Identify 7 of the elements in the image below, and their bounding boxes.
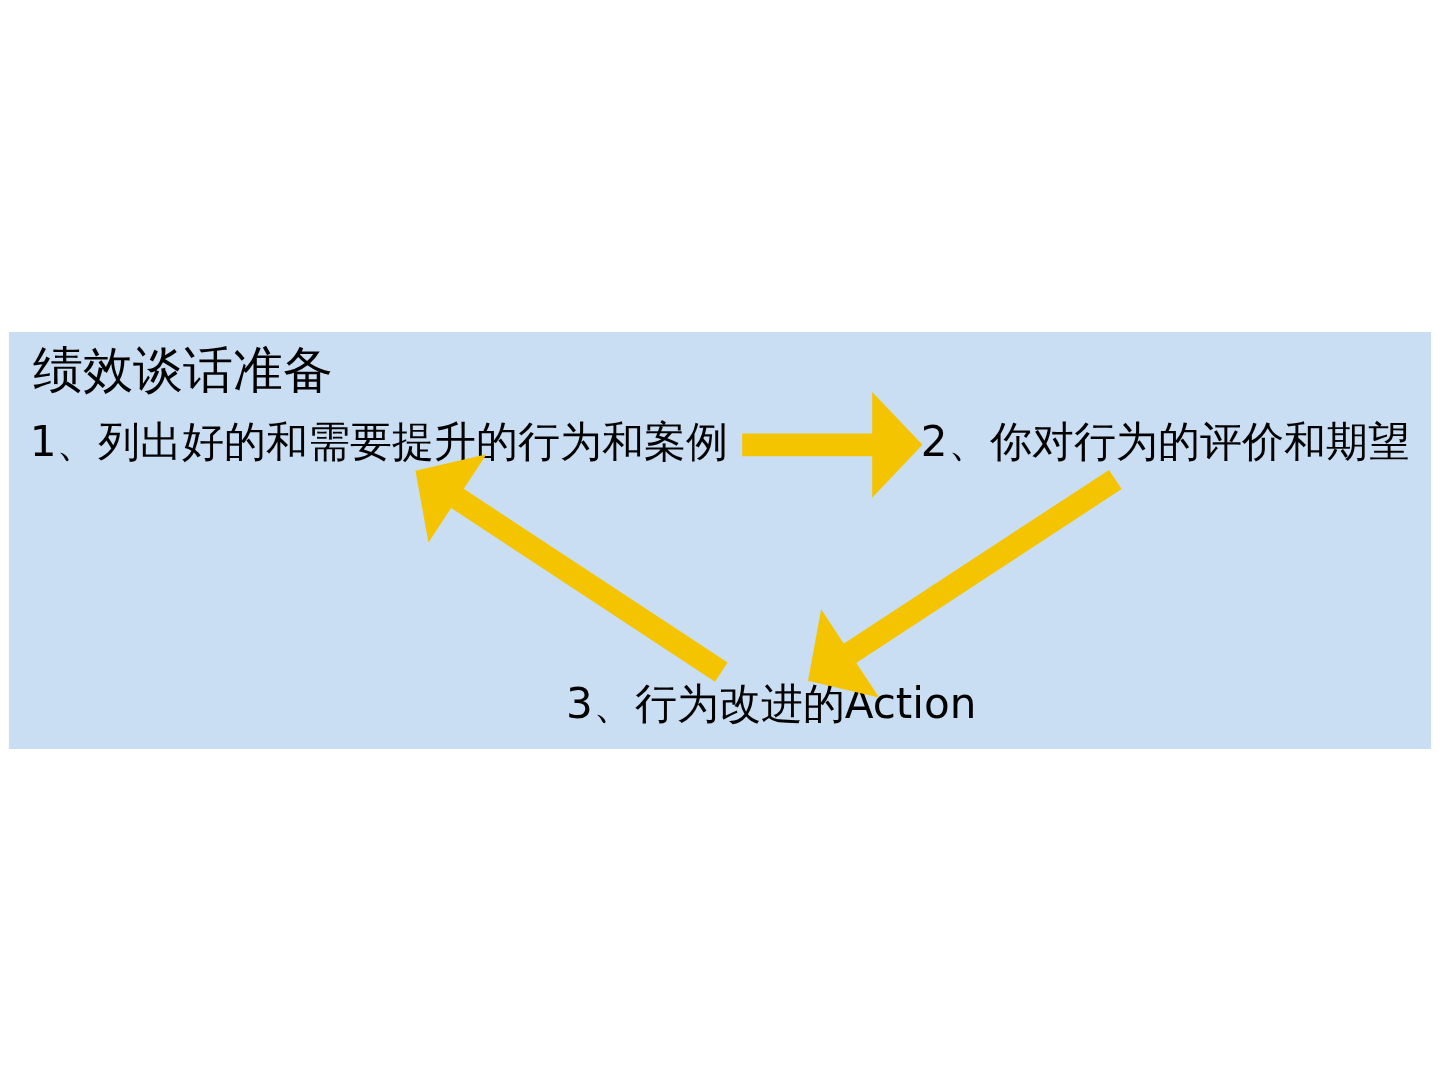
node-text: 2、你对行为的评价和期望 <box>920 416 1410 466</box>
node-text: 1、列出好的和需要提升的行为和案例 <box>29 416 729 466</box>
node-text: 3、行为改进的Action <box>565 678 977 728</box>
arrow <box>808 469 1122 697</box>
diagram-title: 绩效谈话准备 <box>32 340 333 399</box>
arrow <box>742 391 923 498</box>
arrow <box>415 453 728 682</box>
